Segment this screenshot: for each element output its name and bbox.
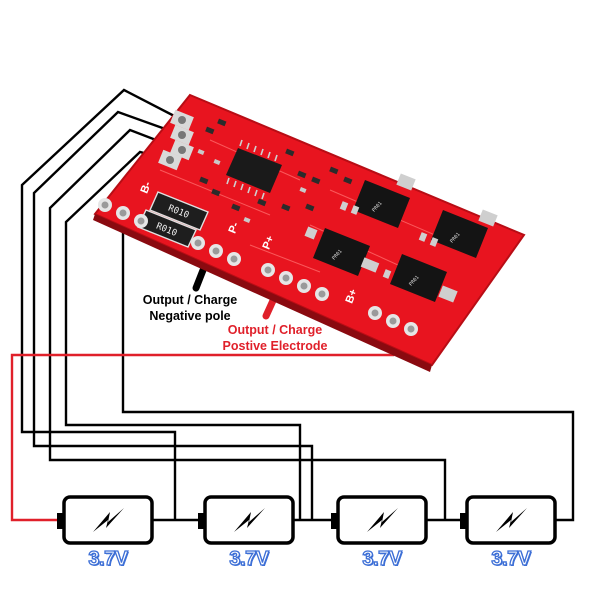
cell-voltage-label-1: 3.7V: [88, 547, 129, 570]
cell-voltage-label-3: 3.7V: [362, 547, 403, 570]
terminal-label-p-minus: P-: [226, 220, 241, 235]
negative-label-line1: Output / Charge: [142, 293, 238, 307]
mosfet-4: PR01: [382, 254, 458, 303]
terminal-label-b-minus: B-: [138, 180, 154, 196]
mosfet-1: PR01: [339, 173, 416, 228]
mosfet-2: PR01: [418, 209, 498, 258]
balance-wire-3: [48, 128, 447, 520]
mosfet-3: PR01: [304, 226, 380, 276]
cell-voltage-label-4: 3.7V: [491, 547, 532, 570]
battery-cell-1: [57, 495, 154, 545]
battery-cell-4: [460, 495, 557, 545]
b-minus-wire: [121, 213, 575, 522]
protection-ic: [226, 139, 282, 200]
p-plus-pads: [261, 263, 329, 301]
balance-wire-2: [32, 110, 314, 520]
smd-components: [199, 118, 353, 212]
balance-header: [158, 109, 194, 171]
negative-pole-label: Output / Charge Negative pole: [120, 292, 260, 324]
battery-cell-3: [331, 495, 428, 545]
terminal-label-b-plus: B+: [343, 287, 360, 305]
b-plus-pads: [368, 306, 418, 336]
positive-electrode-label: Output / Charge Postive Electrode: [205, 322, 345, 354]
p-minus-pads: [191, 236, 241, 266]
positive-label-line2: Postive Electrode: [222, 339, 328, 353]
battery-cell-2: [198, 495, 295, 545]
negative-label-line2: Negative pole: [149, 309, 231, 323]
positive-label-line1: Output / Charge: [227, 323, 323, 337]
cell-voltage-label-2: 3.7V: [229, 547, 270, 570]
sense-resistor-1: R010: [149, 191, 209, 231]
b-minus-pads: [98, 198, 148, 228]
terminal-label-p-plus: P+: [260, 234, 276, 251]
sense-resistor-2: R010: [137, 209, 197, 248]
